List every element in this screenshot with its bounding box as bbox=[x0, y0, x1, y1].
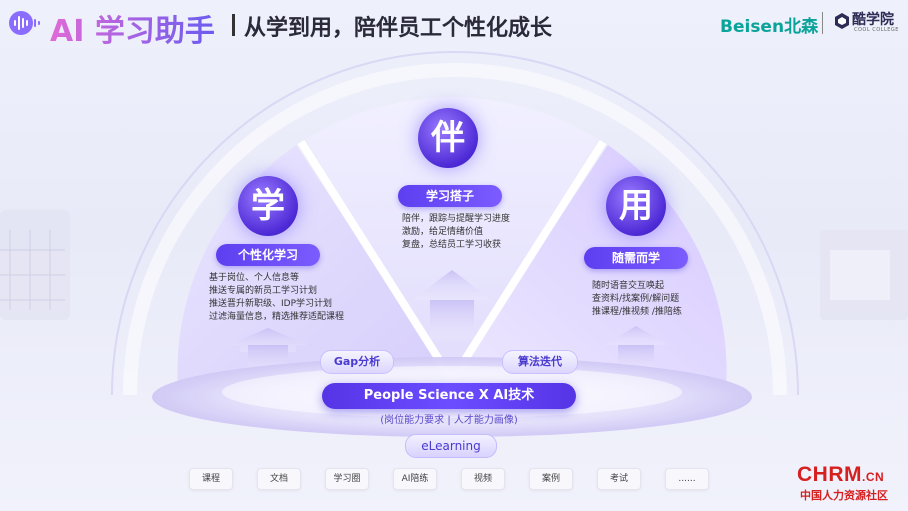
app-title: AI 学习助手 bbox=[50, 6, 215, 50]
on-demand-learning-desc: 随时语音交互唤起 查资料/找案例/解问题 推课程/推视频 /推陪练 bbox=[592, 280, 682, 319]
cool-college-logo: 酷学院 bbox=[852, 12, 894, 28]
chip-ai-practice: AI陪练 bbox=[393, 468, 437, 490]
logo-divider bbox=[822, 12, 823, 34]
chip-course: 课程 bbox=[189, 468, 233, 490]
companion-char-badge: 伴 bbox=[418, 108, 478, 168]
chip-exam: 考试 bbox=[597, 468, 641, 490]
desc-line: 基于岗位、个人信息等 bbox=[209, 273, 300, 283]
cool-college-logo-sub: COOL COLLEGE bbox=[854, 27, 899, 33]
gap-analysis-pill: Gap分析 bbox=[320, 350, 394, 374]
desc-line: 推送晋升新职级、IDP学习计划 bbox=[209, 299, 333, 309]
beisen-logo: Beisen北森 bbox=[720, 17, 819, 37]
desc-line: 查资料/找案例/解问题 bbox=[592, 294, 680, 304]
algorithm-iteration-pill: 算法迭代 bbox=[502, 350, 578, 374]
elearning-pill: eLearning bbox=[405, 434, 497, 458]
study-buddy-desc: 陪伴，跟踪与提醒学习进度 激励，给足情绪价值 复盘，总结员工学习收获 bbox=[402, 213, 510, 252]
chip-video: 视频 bbox=[461, 468, 505, 490]
desc-line: 随时语音交互唤起 bbox=[592, 281, 665, 291]
cool-college-logo-icon bbox=[835, 13, 849, 29]
desc-line: 推送专属的新员工学习计划 bbox=[209, 286, 318, 296]
personalized-learning-label: 个性化学习 bbox=[216, 244, 320, 266]
chrm-watermark-sub: 中国人力资源社区 bbox=[800, 489, 888, 502]
chip-case: 案例 bbox=[529, 468, 573, 490]
page-subtitle: 从学到用，陪伴员工个性化成长 bbox=[244, 16, 553, 41]
voice-wave-icon bbox=[9, 11, 40, 35]
personalized-learning-desc: 基于岗位、个人信息等 推送专属的新员工学习计划 推送晋升新职级、IDP学习计划 … bbox=[209, 272, 344, 324]
desc-line: 陪伴，跟踪与提醒学习进度 bbox=[402, 214, 511, 224]
bg-chart-panel-left bbox=[0, 210, 70, 320]
desc-line: 过滤海量信息，精选推荐适配课程 bbox=[209, 312, 345, 322]
learn-char-badge: 学 bbox=[238, 176, 298, 236]
core-technology-pill: People Science X AI技术 bbox=[322, 383, 576, 409]
chip-learning-circle: 学习圈 bbox=[325, 468, 369, 490]
desc-line: 激励，给足情绪价值 bbox=[402, 227, 484, 237]
chrm-suffix: .CN bbox=[862, 470, 885, 484]
header: AI 学习助手 从学到用，陪伴员工个性化成长 Beisen北森 酷学院 COOL… bbox=[0, 0, 908, 52]
arrow-middle bbox=[412, 270, 492, 340]
study-buddy-label: 学习搭子 bbox=[398, 185, 502, 207]
title-divider bbox=[232, 14, 235, 36]
desc-line: 推课程/推视频 /推陪练 bbox=[592, 307, 682, 317]
core-technology-sub: (岗位能力要求 | 人才能力画像) bbox=[380, 415, 518, 426]
apply-char-badge: 用 bbox=[606, 176, 666, 236]
chrm-main: CHRM bbox=[797, 463, 862, 486]
sector-middle bbox=[306, 97, 598, 381]
chip-document: 文档 bbox=[257, 468, 301, 490]
on-demand-learning-label: 随需而学 bbox=[584, 247, 688, 269]
chip-more: ...... bbox=[665, 468, 709, 490]
chrm-watermark: CHRM.CN bbox=[797, 463, 884, 487]
desc-line: 复盘，总结员工学习收获 bbox=[402, 240, 502, 250]
